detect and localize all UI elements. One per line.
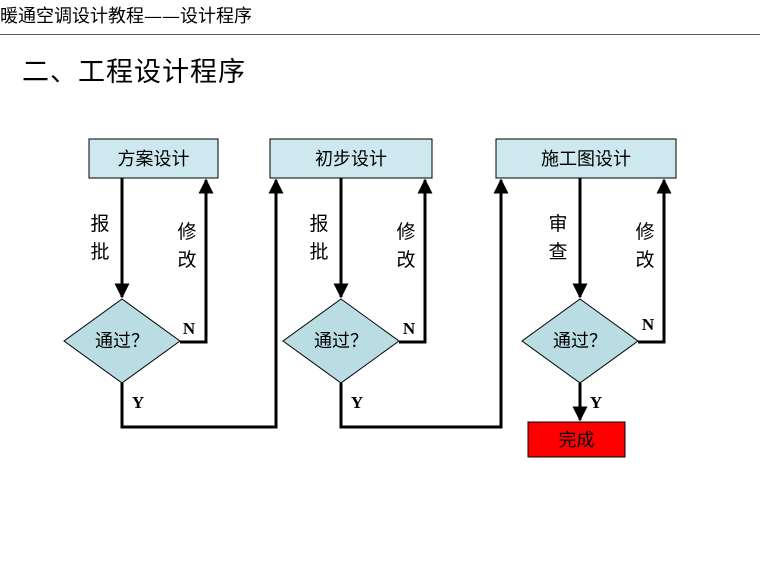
stage-2: 初步设计 报 批 通过？ 修 改 N Y: [269, 138, 509, 429]
complete-label: 完成: [559, 430, 595, 451]
stage-1-no-label: N: [183, 319, 196, 338]
stage-3: 施工图设计 审 查 通过？ 修 改 N Y: [495, 138, 677, 422]
document-header-title: 暖通空调设计教程——设计程序: [0, 6, 252, 27]
stage-2-decision-label: 通过？: [314, 331, 368, 352]
stage-1-revise-arrow: [180, 178, 214, 344]
stage-3-decision-label: 通过？: [553, 331, 607, 352]
stage-2-revise-label-1: 修: [396, 221, 415, 243]
stage-3-review-label-1: 审: [548, 213, 567, 235]
stage-2-label: 初步设计: [315, 149, 387, 170]
stage-1: 方案设计 报 批 通过？ 修 改 N Y: [63, 138, 284, 429]
stage-2-box: [269, 138, 433, 179]
stage-3-revise-label-2: 改: [635, 249, 654, 271]
stage-3-label: 施工图设计: [541, 149, 631, 170]
stage-2-revise-arrow: [399, 178, 433, 344]
complete-box: [527, 421, 626, 458]
stage-1-decision-label: 通过？: [95, 331, 149, 352]
stage-3-yes-label: Y: [590, 393, 602, 412]
stage-2-to-stage-3-connector: [339, 178, 509, 429]
stage-2-revise-label-2: 改: [396, 249, 415, 271]
stage-1-yes-label: Y: [132, 393, 144, 412]
stage-1-revise-label-1: 修: [177, 221, 196, 243]
stage-1-submit-label-2: 批: [90, 241, 109, 263]
stage-1-submit-label-1: 报: [90, 213, 109, 235]
section-title: 二、工程设计程序: [22, 57, 246, 88]
stage-3-no-label: N: [642, 315, 655, 334]
stage-3-revise-label-1: 修: [635, 221, 654, 243]
stage-1-revise-label-2: 改: [177, 249, 196, 271]
header-divider: [0, 34, 760, 35]
stage-2-submit-label-2: 批: [309, 241, 328, 263]
stage-1-label: 方案设计: [118, 149, 190, 170]
stage-3-revise-arrow: [638, 178, 672, 344]
stage-3-box: [495, 138, 677, 179]
stage-1-to-stage-2-connector: [120, 178, 284, 429]
stage-3-review-label-2: 查: [548, 241, 567, 263]
stage-2-yes-label: Y: [351, 393, 363, 412]
stage-2-no-label: N: [403, 319, 416, 338]
stage-2-submit-label-1: 报: [309, 213, 328, 235]
stage-1-box: [88, 138, 219, 179]
